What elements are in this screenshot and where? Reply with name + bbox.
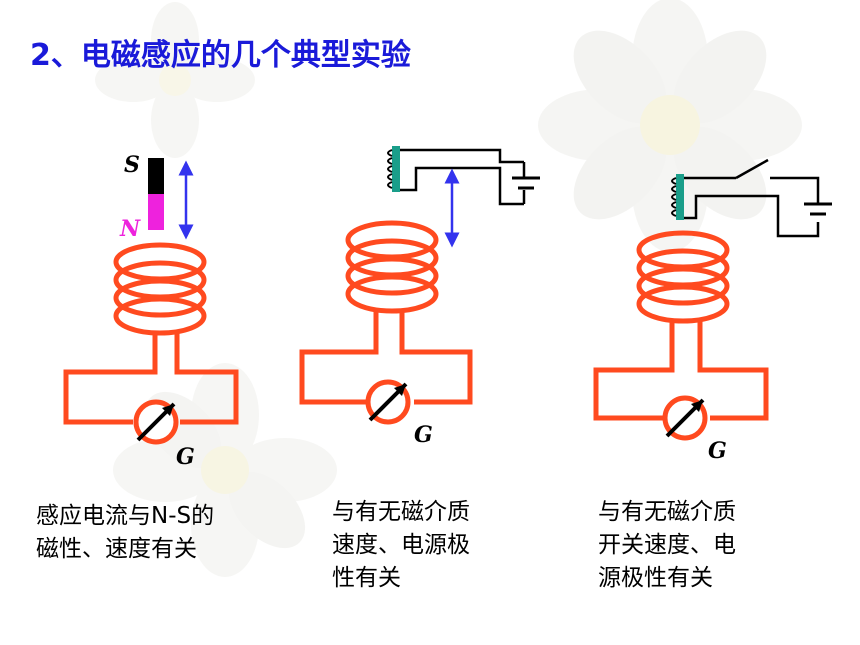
magnet-north-label: N (119, 216, 141, 242)
magnet-south-pole (148, 158, 164, 194)
galvanometer (662, 395, 708, 441)
coil (63, 242, 239, 425)
experiment-1-caption: 感应电流与N-S的 磁性、速度有关 (36, 500, 214, 566)
galvanometer (133, 399, 179, 445)
galvanometer (365, 379, 411, 425)
caption-line: 开关速度、电 (598, 532, 736, 558)
magnet-north-pole (148, 194, 164, 230)
magnet-south-label: S (124, 152, 140, 178)
experiment-3-caption: 与有无磁介质 开关速度、电 源极性有关 (598, 496, 736, 595)
background-flower-top-right (538, 0, 802, 252)
background-flower-top-left (95, 2, 255, 158)
galvanometer-label: G (414, 422, 433, 448)
caption-line: 与有无磁介质 (332, 499, 470, 525)
caption-line: 磁性、速度有关 (36, 536, 197, 562)
page-title: 2、电磁感应的几个典型实验 (30, 38, 411, 73)
primary-coil (387, 146, 400, 192)
primary-coil-circuit (400, 148, 540, 206)
coil (299, 220, 473, 405)
experiment-2-caption: 与有无磁介质 速度、电源极 性有关 (332, 496, 470, 595)
experiment-3: G (593, 158, 832, 464)
bar-magnet (148, 158, 164, 230)
caption-line: 源极性有关 (598, 565, 713, 591)
primary-coil-circuit (684, 158, 832, 238)
galvanometer-label: G (708, 438, 727, 464)
switch-blade (735, 158, 769, 180)
galvanometer-label: G (176, 444, 195, 470)
caption-line: 与有无磁介质 (598, 499, 736, 525)
caption-line: 性有关 (332, 565, 401, 591)
coil (593, 230, 769, 421)
primary-coil (671, 174, 684, 220)
experiment-1: S N G (63, 152, 239, 470)
caption-line: 速度、电源极 (332, 532, 470, 558)
caption-line: 感应电流与N-S的 (36, 503, 215, 529)
experiment-2: G (299, 146, 540, 448)
